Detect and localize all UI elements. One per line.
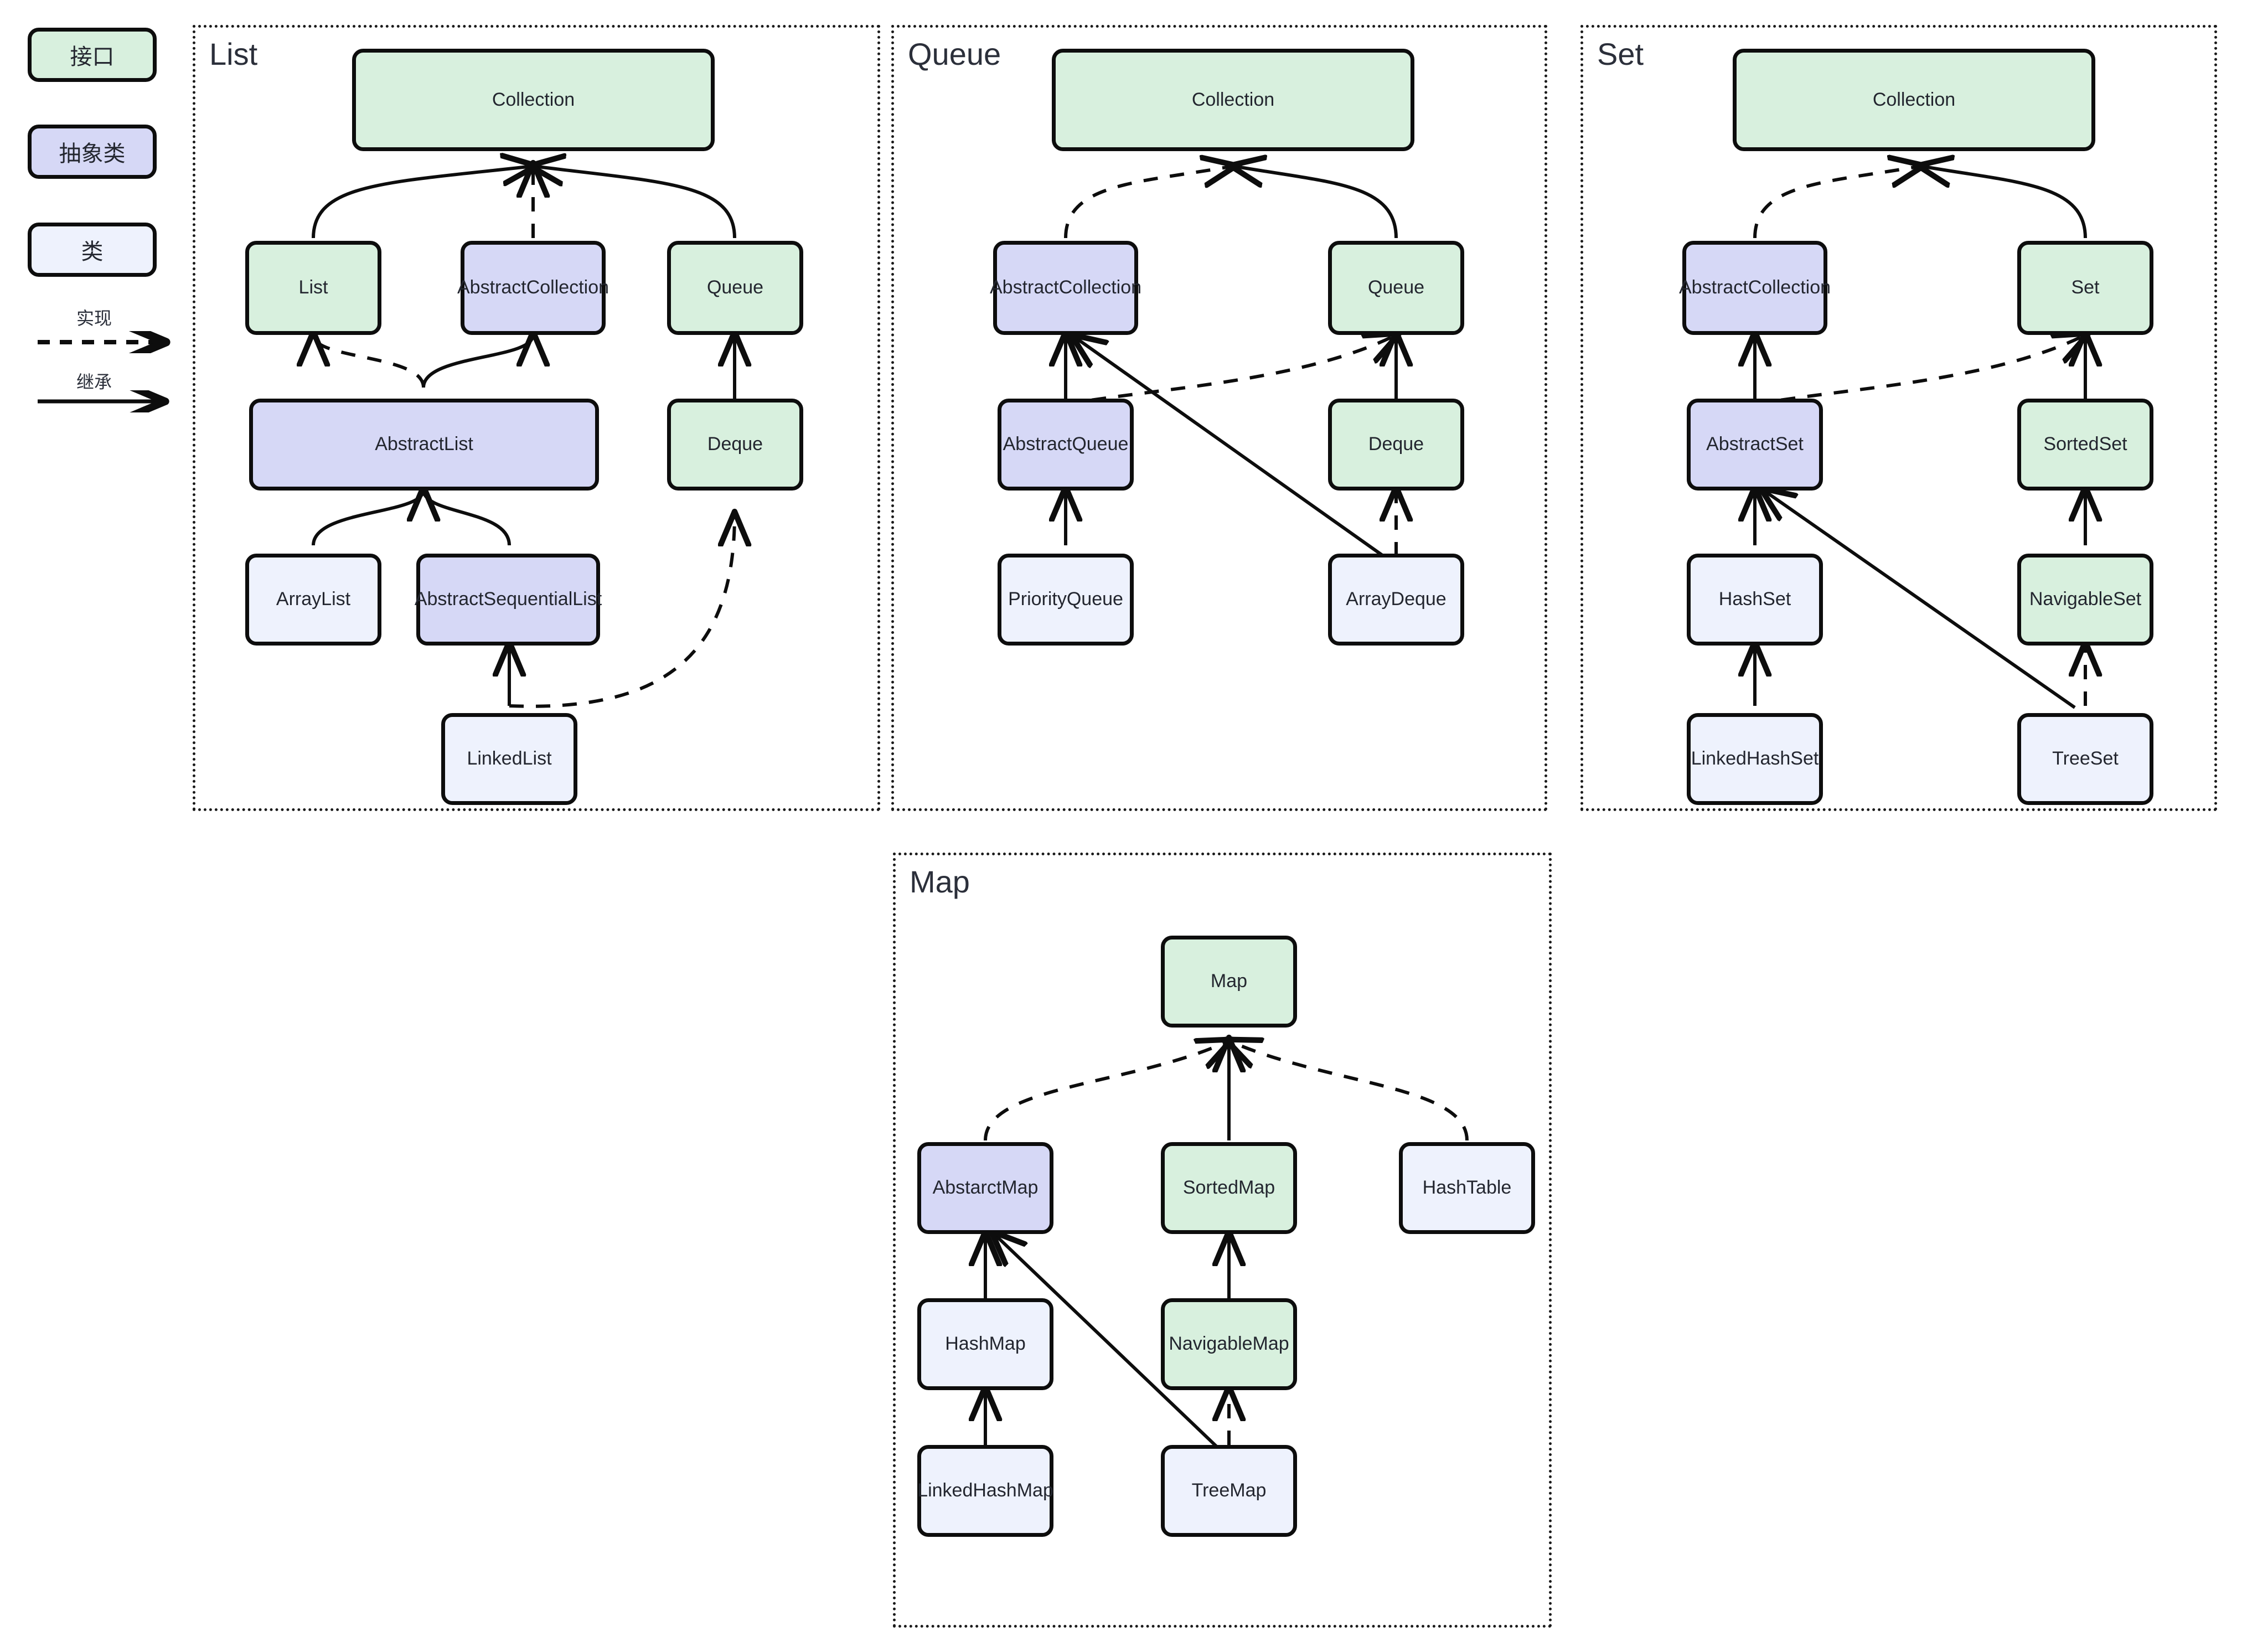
- node-map-linkedhashmap[interactable]: LinkedHashMap: [917, 1445, 1053, 1537]
- node-label: AbstractCollection: [1679, 277, 1831, 298]
- node-map-hashtable[interactable]: HashTable: [1399, 1142, 1535, 1234]
- node-map-abstarctmap[interactable]: AbstarctMap: [917, 1142, 1053, 1234]
- node-queue-collection[interactable]: Collection: [1052, 49, 1414, 151]
- node-list-collection[interactable]: Collection: [352, 49, 715, 151]
- node-label: AbstractCollection: [457, 277, 609, 298]
- legend-implements-label: 实现: [76, 308, 112, 328]
- panel-queue-title: Queue: [908, 37, 1001, 71]
- panel-set: [1580, 25, 2217, 811]
- node-label: Map: [1210, 970, 1248, 992]
- node-label: Collection: [1191, 89, 1275, 110]
- node-set-hashset[interactable]: HashSet: [1687, 554, 1823, 646]
- node-label: TreeMap: [1191, 1480, 1267, 1501]
- node-queue-queue[interactable]: Queue: [1328, 241, 1464, 335]
- node-set-sortedset[interactable]: SortedSet: [2017, 399, 2153, 491]
- node-set-set[interactable]: Set: [2017, 241, 2153, 335]
- node-list-linkedlist[interactable]: LinkedList: [441, 713, 577, 805]
- node-label: NavigableSet: [2029, 588, 2142, 610]
- node-map-hashmap[interactable]: HashMap: [917, 1298, 1053, 1390]
- node-label: HashTable: [1422, 1177, 1512, 1199]
- node-label: Collection: [492, 89, 575, 110]
- node-label: AbstractList: [375, 433, 473, 455]
- node-label: Deque: [707, 433, 763, 455]
- node-set-navigableset[interactable]: NavigableSet: [2017, 554, 2153, 646]
- node-label: ArrayDeque: [1346, 588, 1447, 610]
- node-label: AbstractSequentialList: [414, 588, 602, 610]
- panel-queue: [891, 25, 1547, 811]
- node-label: LinkedHashSet: [1691, 748, 1819, 770]
- panel-map-title: Map: [910, 864, 970, 899]
- legend-abstract-class-swatch: 抽象类: [28, 125, 157, 179]
- legend-implements-arrow-icon: [38, 331, 177, 353]
- panel-map: [893, 853, 1552, 1628]
- legend-extends-arrow-icon: [38, 390, 177, 412]
- node-queue-arraydeque[interactable]: ArrayDeque: [1328, 554, 1464, 646]
- legend-interface-swatch: 接口: [28, 28, 157, 82]
- node-set-treeset[interactable]: TreeSet: [2017, 713, 2153, 805]
- node-list-abstractcollection[interactable]: AbstractCollection: [457, 241, 609, 335]
- panel-list-title: List: [209, 37, 258, 71]
- legend-abstract-class-label: 抽象类: [59, 142, 126, 166]
- node-label: ArrayList: [276, 588, 351, 610]
- node-map-map[interactable]: Map: [1161, 936, 1297, 1028]
- node-label: Queue: [1367, 277, 1425, 298]
- node-label: PriorityQueue: [1008, 588, 1123, 610]
- legend-interface-label: 接口: [70, 45, 115, 69]
- legend-extends-label: 继承: [76, 372, 112, 392]
- node-label: HashSet: [1718, 588, 1791, 610]
- node-label: AbstractCollection: [990, 277, 1142, 298]
- node-label: SortedMap: [1182, 1177, 1275, 1199]
- node-set-abstractcollection[interactable]: AbstractCollection: [1679, 241, 1831, 335]
- node-label: AbstarctMap: [932, 1177, 1039, 1199]
- node-label: Queue: [706, 277, 764, 298]
- node-set-linkedhashset[interactable]: LinkedHashSet: [1687, 713, 1823, 805]
- node-label: List: [298, 277, 328, 298]
- node-label: TreeSet: [2052, 748, 2119, 770]
- node-list-list[interactable]: List: [245, 241, 381, 335]
- node-queue-abstractqueue[interactable]: AbstractQueue: [998, 399, 1134, 491]
- node-label: HashMap: [945, 1333, 1026, 1355]
- node-label: NavigableMap: [1169, 1333, 1289, 1355]
- node-label: LinkedList: [467, 748, 552, 770]
- panel-set-title: Set: [1597, 37, 1644, 71]
- node-map-sortedmap[interactable]: SortedMap: [1161, 1142, 1297, 1234]
- node-list-deque[interactable]: Deque: [667, 399, 803, 491]
- legend-class-swatch: 类: [28, 223, 157, 277]
- node-label: AbstractSet: [1706, 433, 1804, 455]
- node-list-queue[interactable]: Queue: [667, 241, 803, 335]
- node-label: Deque: [1368, 433, 1424, 455]
- node-queue-abstractcollection[interactable]: AbstractCollection: [990, 241, 1142, 335]
- node-list-abstractlist[interactable]: AbstractList: [249, 399, 599, 491]
- node-label: AbstractQueue: [1003, 433, 1129, 455]
- node-queue-deque[interactable]: Deque: [1328, 399, 1464, 491]
- legend-class-label: 类: [81, 240, 104, 264]
- node-map-treemap[interactable]: TreeMap: [1161, 1445, 1297, 1537]
- node-label: Collection: [1872, 89, 1956, 110]
- node-label: SortedSet: [2043, 433, 2127, 455]
- node-map-navigablemap[interactable]: NavigableMap: [1161, 1298, 1297, 1390]
- node-label: LinkedHashMap: [917, 1480, 1053, 1501]
- node-set-abstractset[interactable]: AbstractSet: [1687, 399, 1823, 491]
- node-queue-priorityqueue[interactable]: PriorityQueue: [998, 554, 1134, 646]
- node-label: Set: [2071, 277, 2100, 298]
- node-list-abstractsequentiallist[interactable]: AbstractSequentialList: [414, 554, 602, 646]
- node-set-collection[interactable]: Collection: [1733, 49, 2095, 151]
- node-list-arraylist[interactable]: ArrayList: [245, 554, 381, 646]
- panel-list: [193, 25, 880, 811]
